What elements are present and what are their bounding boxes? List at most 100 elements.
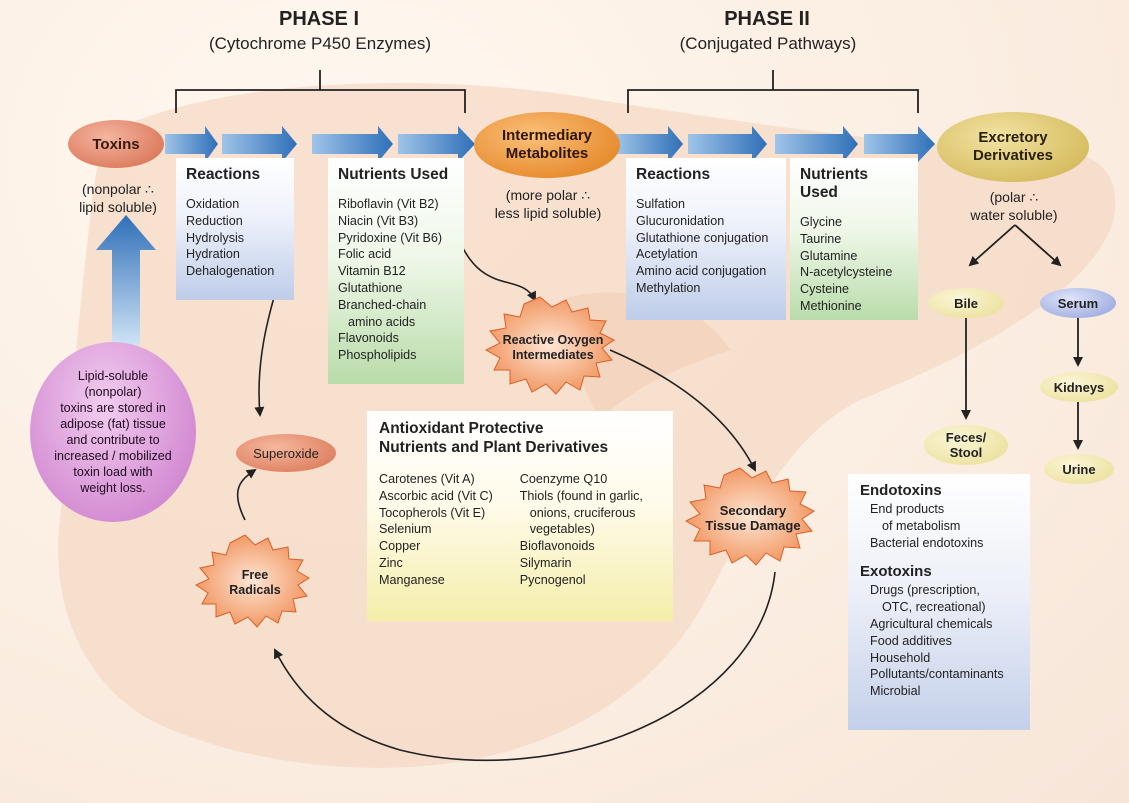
list-item: Glucuronidation xyxy=(636,213,725,228)
list-item: Vitamin B12 xyxy=(338,264,406,279)
exotoxins-title: Exotoxins xyxy=(860,563,932,581)
phase2-nutrients-box: Nutrients Used Glycine Taurine Glutamine… xyxy=(790,158,918,320)
list-item: Carotenes (Vit A) xyxy=(379,472,475,486)
toxin-sources-box: Endotoxins End products of metabolism Ba… xyxy=(848,474,1030,730)
secondary-damage-burst xyxy=(684,467,815,566)
lipid-soluble-note: Lipid-soluble (nonpolar) toxins are stor… xyxy=(30,342,196,522)
phase2-nutrients-list: Glycine Taurine Glutamine N-acetylcystei… xyxy=(800,214,908,315)
list-item: Household xyxy=(870,650,931,665)
phase1-nutrients-list: Riboflavin (Vit B2) Niacin (Vit B3) Pyri… xyxy=(338,196,454,364)
phase1-title: PHASE I xyxy=(278,8,360,30)
list-item: Folic acid xyxy=(338,247,392,262)
exotoxins-list: Drugs (prescription, OTC, recreational) … xyxy=(860,582,1018,700)
phase1-nutrients-title: Nutrients Used xyxy=(338,166,449,183)
phase2-nutrients-title: Nutrients Used xyxy=(800,166,869,201)
serum-node: Serum xyxy=(1040,288,1116,318)
phase2-reactions-box: Reactions Sulfation Glucuronidation Glut… xyxy=(626,158,786,320)
endotoxins-list: End products of metabolism Bacterial end… xyxy=(860,501,1018,551)
up-arrow xyxy=(96,215,156,345)
list-item: Reduction xyxy=(186,213,243,228)
list-item: Glycine xyxy=(800,215,842,229)
list-item: Sulfation xyxy=(636,197,686,211)
list-item: Phospholipids xyxy=(338,348,417,363)
list-item: Copper xyxy=(379,539,421,554)
antioxidant-col1: Carotenes (Vit A) Ascorbic acid (Vit C) … xyxy=(379,471,504,589)
superoxide-node: Superoxide xyxy=(236,434,336,472)
list-item: Hydrolysis xyxy=(186,230,245,245)
antioxidant-col2: Coenzyme Q10 Thiols (found in garlic, on… xyxy=(520,471,661,589)
toxins-note: (nonpolar ∴lipid soluble) xyxy=(79,181,157,215)
free-radicals-burst xyxy=(194,534,310,628)
list-item: Thiols (found in garlic, xyxy=(519,488,643,503)
list-item: Glutathione xyxy=(338,280,403,295)
list-item: Ascorbic acid (Vit C) xyxy=(379,488,493,503)
list-item: OTC, recreational) xyxy=(882,600,986,615)
list-item: amino acids xyxy=(348,314,416,329)
phase2-flow-arrows xyxy=(616,126,935,162)
kidneys-node: Kidneys xyxy=(1040,372,1118,402)
excretory-note: (polar ∴water soluble) xyxy=(970,189,1058,223)
list-item: Riboflavin (Vit B2) xyxy=(338,197,439,211)
list-item: Amino acid conjugation xyxy=(636,264,767,279)
list-item: N-acetylcysteine xyxy=(800,265,893,280)
list-item: Dehalogenation xyxy=(186,264,275,279)
list-item: Bacterial endotoxins xyxy=(870,535,984,550)
list-item: Coenzyme Q10 xyxy=(519,472,608,486)
list-item: Zinc xyxy=(379,555,403,570)
list-item: Selenium xyxy=(379,522,432,537)
intermediary-note: (more polar ∴less lipid soluble) xyxy=(494,187,602,221)
list-item: vegetables) xyxy=(529,522,595,537)
list-item: Methylation xyxy=(636,280,701,295)
phase2-reactions-list: Sulfation Glucuronidation Glutathione co… xyxy=(636,196,776,297)
list-item: Manganese xyxy=(379,572,445,587)
list-item: Drugs (prescription, xyxy=(870,583,980,598)
list-item: Pycnogenol xyxy=(519,572,586,587)
list-item: Methionine xyxy=(800,298,862,313)
list-item: Taurine xyxy=(800,231,842,246)
phase2-subtitle: (Conjugated Pathways) xyxy=(679,34,857,53)
list-item: Silymarin xyxy=(519,555,572,570)
list-item: Flavonoids xyxy=(338,331,399,346)
list-item: Pollutants/contaminants xyxy=(870,667,1004,682)
list-item: Glutamine xyxy=(800,248,858,263)
list-item: Tocopherols (Vit E) xyxy=(379,505,486,520)
list-item: Bioflavonoids xyxy=(519,539,595,554)
list-item: Cysteine xyxy=(800,282,849,297)
list-item: Food additives xyxy=(870,633,952,648)
list-item: Agricultural chemicals xyxy=(870,616,993,631)
bile-node: Bile xyxy=(928,288,1004,318)
phase1-reactions-box: Reactions Oxidation Reduction Hydrolysis… xyxy=(176,158,294,300)
phase2-reactions-title: Reactions xyxy=(636,166,711,183)
toxins-node: Toxins xyxy=(68,120,164,168)
list-item: Glutathione conjugation xyxy=(636,230,769,245)
list-item: Niacin (Vit B3) xyxy=(338,213,419,228)
list-item: Pyridoxine (Vit B6) xyxy=(338,230,443,245)
list-item: Oxidation xyxy=(186,197,240,211)
list-item: onions, cruciferous xyxy=(529,505,636,520)
phase1-subtitle: (Cytochrome P450 Enzymes) xyxy=(208,34,432,53)
phase2-title: PHASE II xyxy=(724,8,810,30)
list-item: Hydration xyxy=(186,247,240,262)
phase2-bracket xyxy=(627,70,919,113)
list-item: Acetylation xyxy=(636,247,698,262)
phase1-nutrients-box: Nutrients Used Riboflavin (Vit B2) Niaci… xyxy=(328,158,464,384)
list-item: Microbial xyxy=(870,684,921,699)
phase1-reactions-list: Oxidation Reduction Hydrolysis Hydration… xyxy=(186,196,284,280)
list-item: Branched-chain xyxy=(338,297,427,312)
endotoxins-title: Endotoxins xyxy=(860,482,942,499)
phase1-bracket xyxy=(175,70,466,113)
phase1-reactions-title: Reactions xyxy=(186,166,261,183)
feces-node: Feces/Stool xyxy=(924,425,1008,465)
reactive-oxygen-burst xyxy=(484,296,615,395)
urine-node: Urine xyxy=(1044,454,1114,484)
